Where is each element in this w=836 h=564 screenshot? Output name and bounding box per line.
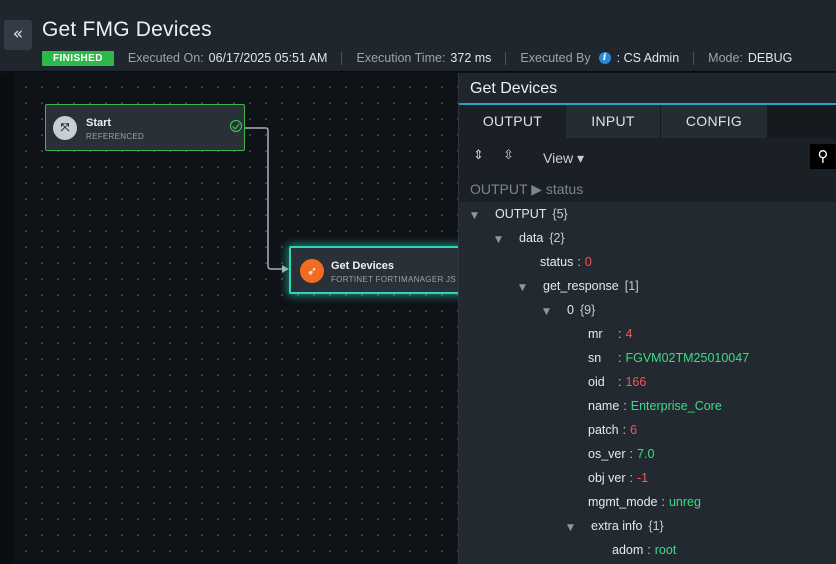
divider (505, 51, 507, 65)
start-node[interactable]: ⤧ Start REFERENCED (45, 104, 245, 151)
tree-leaf-obj-ver[interactable]: obj ver:-1 (588, 471, 649, 485)
executed-by-value: CS Admin (623, 51, 680, 65)
json-path-breadcrumb: OUTPUT ▶ status (470, 181, 584, 197)
search-icon[interactable]: ⚲ (810, 144, 836, 169)
get-devices-node-title: Get Devices (331, 260, 394, 272)
tab-config[interactable]: CONFIG (661, 105, 767, 138)
executed-on-value: 06/17/2025 05:51 AM (208, 51, 328, 65)
tree-leaf-oid[interactable]: oid:166 (588, 375, 647, 389)
tab-output[interactable]: OUTPUT (459, 105, 566, 138)
executed-on-label: Executed On: (127, 51, 204, 65)
panel-tabs: OUTPUT INPUT CONFIG (459, 105, 836, 138)
tree-node-item-0[interactable]: ▼0{9} (543, 300, 595, 320)
start-node-subtitle: REFERENCED (86, 132, 145, 141)
tree-leaf-patch[interactable]: patch:6 (588, 423, 638, 437)
status-badge: FINISHED (42, 50, 114, 66)
tree-node-extra-info[interactable]: ▼extra info{1} (567, 516, 664, 536)
tree-node-output[interactable]: ▼OUTPUT{5} (471, 204, 568, 224)
divider (693, 51, 695, 65)
tree-leaf-sn[interactable]: sn:FGVM02TM25010047 (588, 351, 750, 365)
caret-down-icon[interactable]: ▼ (495, 235, 502, 245)
tree-node-get-response[interactable]: ▼get_response[1] (519, 276, 639, 296)
json-tree: ▼OUTPUT{5} ▼data{2} status:0 ▼get_respon… (459, 202, 836, 564)
executed-by-label: Executed By (520, 51, 591, 65)
caret-down-icon[interactable]: ▼ (519, 283, 526, 293)
tree-leaf-os-ver[interactable]: os_ver:7.0 (588, 447, 655, 461)
tree-leaf-adom[interactable]: adom:root (612, 543, 677, 557)
execution-time-value: 372 ms (450, 51, 492, 65)
start-trigger-icon: ⤧ (53, 116, 77, 140)
canvas-gutter (0, 73, 14, 564)
tree-leaf-status[interactable]: status:0 (540, 255, 592, 269)
caret-down-icon[interactable]: ▼ (471, 211, 478, 221)
tree-node-data[interactable]: ▼data{2} (495, 228, 565, 248)
execution-header: « Get FMG Devices FINISHED Executed On: … (0, 0, 836, 72)
execution-meta: FINISHED Executed On: 06/17/2025 05:51 A… (42, 49, 792, 67)
step-detail-panel: Get Devices OUTPUT INPUT CONFIG ⇕ ⇳ View… (458, 73, 836, 564)
step-connector (245, 127, 289, 273)
divider (341, 51, 343, 65)
playbook-canvas[interactable]: ⤧ Start REFERENCED ➶ Get Devices FORTINE… (14, 73, 458, 564)
execution-time-label: Execution Time: (356, 51, 446, 65)
caret-down-icon[interactable]: ▼ (543, 307, 550, 317)
collapse-panel-button[interactable]: « (4, 20, 32, 50)
info-icon[interactable]: i (598, 52, 611, 64)
tree-leaf-name[interactable]: name:Enterprise_Core (588, 399, 722, 413)
check-circle-icon (230, 120, 242, 132)
fortinet-feather-icon: ➶ (300, 259, 324, 283)
start-node-title: Start (86, 117, 112, 129)
page-title: Get FMG Devices (42, 18, 212, 41)
collapse-all-icon[interactable]: ⇳ (503, 148, 514, 163)
panel-header: Get Devices (459, 73, 836, 105)
panel-title: Get Devices (470, 80, 558, 97)
mode-value: DEBUG (747, 51, 793, 65)
json-toolbar: ⇕ ⇳ View ▾ ⚲ (459, 138, 836, 176)
get-devices-node[interactable]: ➶ Get Devices FORTINET FORTIMANAGER JS (289, 246, 458, 294)
caret-down-icon[interactable]: ▼ (567, 523, 574, 533)
double-chevron-left-icon: « (12, 24, 24, 44)
mode-label: Mode: (708, 51, 743, 65)
tree-leaf-mgmt-mode[interactable]: mgmt_mode:unreg (588, 495, 701, 509)
view-dropdown[interactable]: View ▾ (543, 150, 585, 166)
tree-leaf-mr[interactable]: mr:4 (588, 327, 633, 341)
get-devices-node-subtitle: FORTINET FORTIMANAGER JS (331, 275, 456, 284)
tab-input[interactable]: INPUT (566, 105, 660, 138)
expand-all-icon[interactable]: ⇕ (473, 148, 484, 163)
